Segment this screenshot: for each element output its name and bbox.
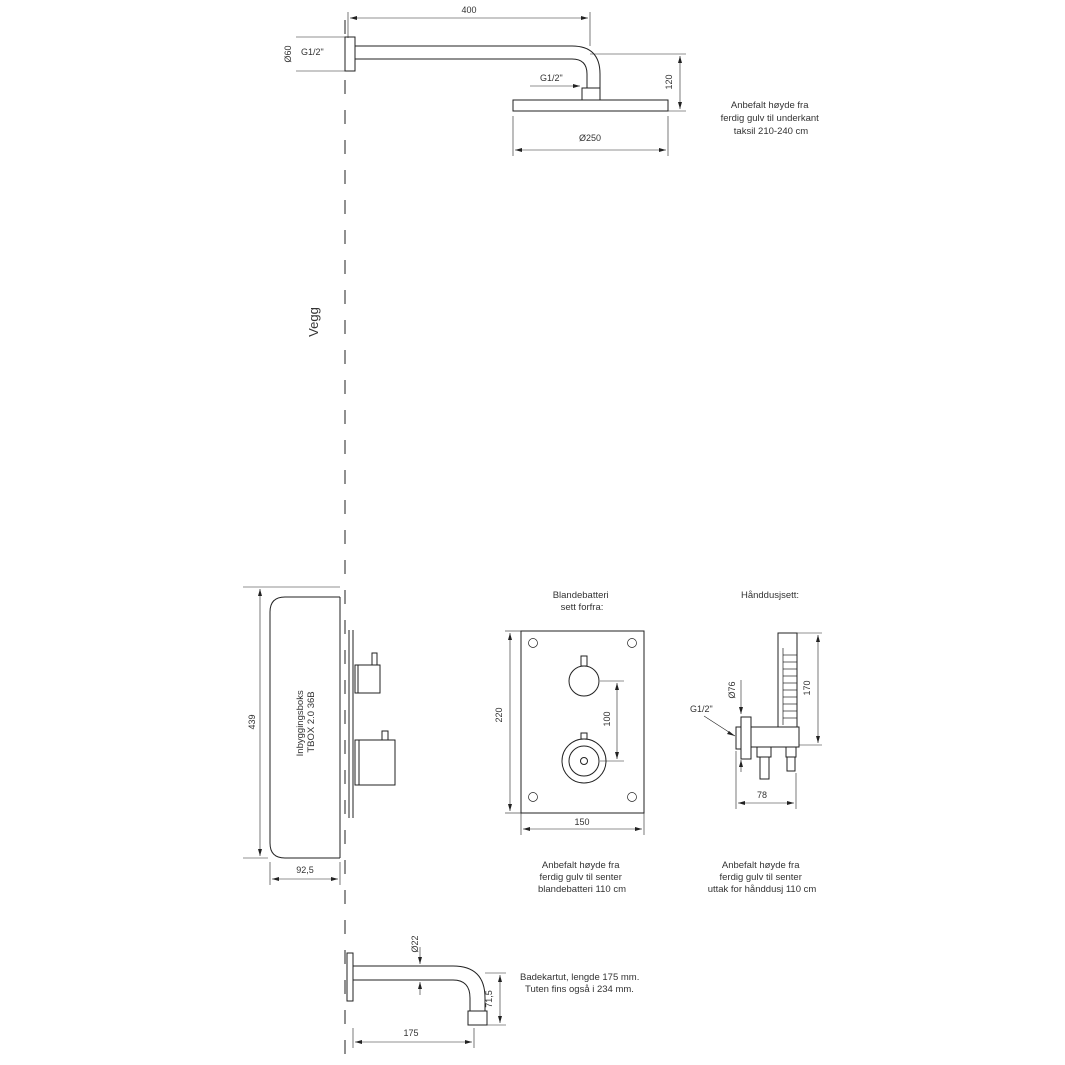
hand-shower-depth-dim: 78	[757, 790, 767, 800]
head-diameter-dim: Ø250	[579, 133, 601, 143]
bath-spout: Ø22 71,5 175 Badekartut, lengde 175 mm. …	[346, 935, 642, 1048]
shower-head-assembly: 400 Ø60 G1/2" G1/2" 120 Ø250 Anbefalt hø…	[283, 5, 822, 156]
spout-flange	[346, 952, 354, 1002]
flange-diameter-dim: Ø60	[283, 45, 293, 62]
box-height-dim: 439	[247, 714, 257, 729]
upper-knob-side	[354, 664, 381, 694]
built-in-box-side: 439 92,5 Inbyggingsboks TBOX 2.0 36B	[243, 586, 396, 885]
head-thread-label: G1/2"	[540, 73, 563, 83]
mixer-plate	[520, 630, 645, 814]
hand-shower-diameter-dim: Ø76	[727, 681, 737, 698]
mixer-width-dim: 150	[574, 817, 589, 827]
knob-spacing-dim: 100	[602, 711, 612, 726]
shower-head-plate	[512, 99, 669, 112]
spout-length-dim: 175	[403, 1028, 418, 1038]
box-depth-dim: 92,5	[296, 865, 314, 875]
mixer-height-dim: 220	[494, 707, 504, 722]
hand-shower-thread-label: G1/2"	[690, 704, 713, 714]
inlet-thread-label: G1/2"	[301, 47, 324, 57]
spout-note: Badekartut, lengde 175 mm. Tuten fins og…	[520, 972, 642, 995]
mixer-front-view: Blandebatteri sett forfra: 220 150	[494, 590, 645, 895]
spout-height-dim: 71,5	[484, 990, 494, 1008]
wall-label: Vegg	[306, 307, 321, 337]
upper-knob-front	[568, 665, 600, 697]
mixer-title: Blandebatteri sett forfra:	[553, 590, 612, 613]
mixer-height-note: Anbefalt høyde fra ferdig gulv til sente…	[538, 860, 626, 895]
shower-arm	[355, 45, 601, 88]
hand-shower-set: Hånddusjsett: Ø76	[690, 590, 822, 895]
drop-height-dim: 120	[664, 74, 674, 89]
hand-shower-handle	[777, 632, 798, 728]
spout-pipe	[353, 965, 486, 1011]
box-outline	[269, 596, 340, 859]
arm-length-dim: 400	[461, 5, 476, 15]
hand-shower-height-note: Anbefalt høyde fra ferdig gulv til sente…	[708, 860, 817, 895]
hand-shower-holder	[750, 726, 800, 748]
spout-diameter-dim: Ø22	[410, 935, 420, 952]
box-label: Inbyggingsboks TBOX 2.0 36B	[295, 688, 317, 757]
lower-knob-side	[354, 739, 396, 786]
shower-head-connector	[581, 87, 601, 101]
shower-height-note: Anbefalt høyde fra ferdig gulv til under…	[721, 100, 822, 137]
hand-shower-height-dim: 170	[802, 680, 812, 695]
shower-arm-flange	[344, 36, 356, 72]
hand-shower-title: Hånddusjsett:	[741, 590, 799, 601]
